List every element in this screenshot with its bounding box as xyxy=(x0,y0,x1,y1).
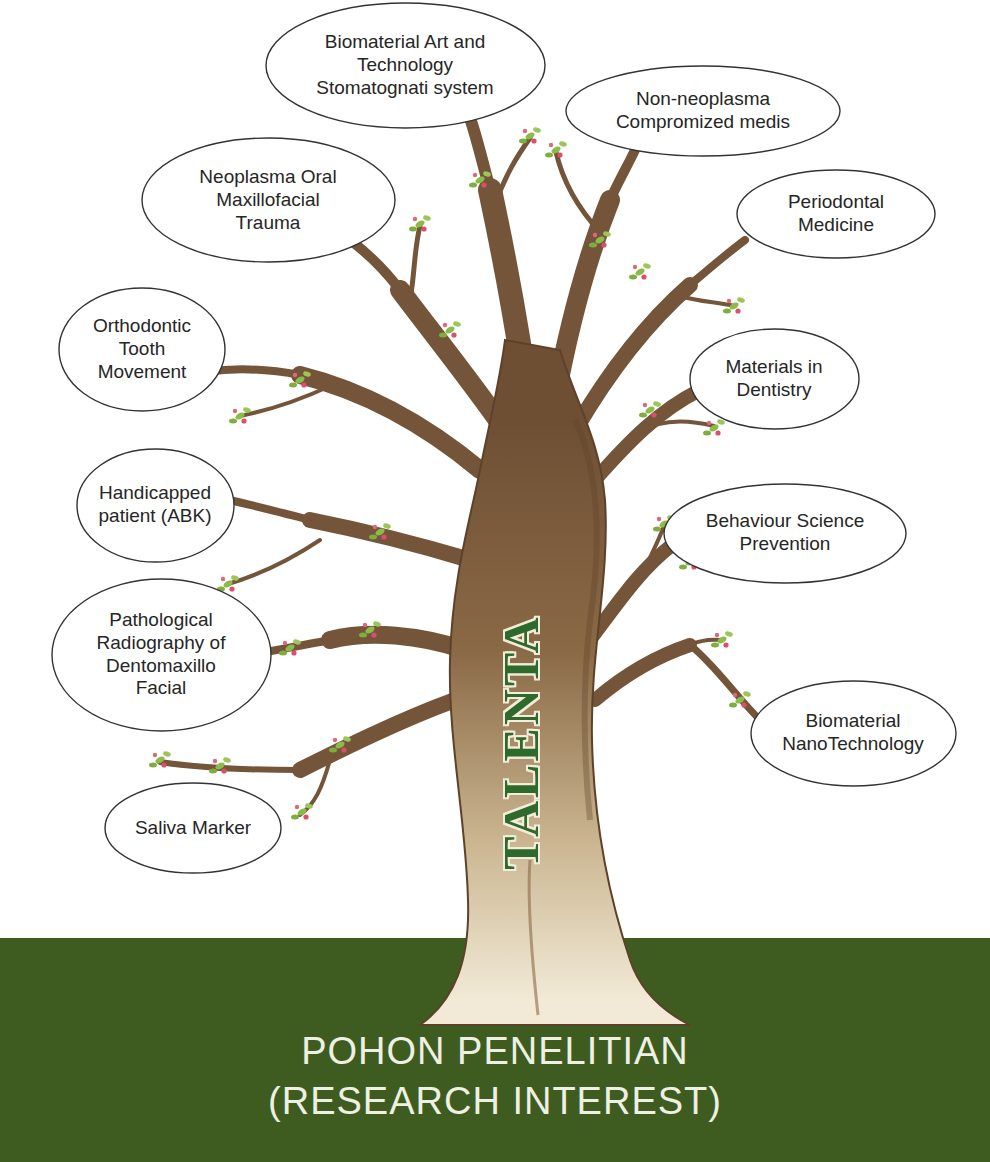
branch xyxy=(595,645,690,700)
ellipse-shape xyxy=(566,66,840,156)
topic-ellipse: Materials in Dentistry xyxy=(689,328,860,430)
ellipse-shape xyxy=(737,170,935,258)
leaf-cluster xyxy=(409,214,432,231)
leaf-cluster xyxy=(589,230,612,247)
topic-text-box: Biomaterial Art and Technology Stomatogn… xyxy=(310,31,500,99)
topic-label: Materials in Dentistry xyxy=(715,356,833,402)
topic-label: Pathological Radiography of Dentomaxillo… xyxy=(92,609,230,700)
trunk-label: TALENTA xyxy=(492,614,550,869)
topic-label: Orthodontic Tooth Movement xyxy=(90,315,195,383)
topic-label: Saliva Marker xyxy=(135,817,251,840)
leaf-cluster xyxy=(279,638,302,655)
trunk-shade xyxy=(575,420,597,820)
twig xyxy=(240,386,330,416)
topic-ellipse: Biomaterial Art and Technology Stomatogn… xyxy=(265,2,546,129)
leaf-cluster xyxy=(359,620,382,637)
ellipse-shape xyxy=(59,288,225,411)
topic-label: Biomaterial Art and Technology Stomatogn… xyxy=(310,31,500,99)
branch xyxy=(610,150,635,200)
leaf-cluster xyxy=(629,262,652,279)
branch xyxy=(595,390,700,480)
leaf-cluster xyxy=(469,170,492,187)
topic-ellipse: Pathological Radiography of Dentomaxillo… xyxy=(51,578,272,732)
topic-ellipse: Saliva Marker xyxy=(104,782,282,874)
leaf-cluster xyxy=(289,370,312,387)
leaf-cluster xyxy=(729,690,752,707)
topic-ellipse: Biomaterial NanoTechnology xyxy=(750,680,957,787)
topic-text-box: Materials in Dentistry xyxy=(715,356,833,402)
leaf-cluster xyxy=(149,750,172,767)
topic-text-box: Neoplasma Oral Maxillofacial Trauma xyxy=(183,166,353,234)
topic-label: Periodontal Medicine xyxy=(779,191,894,237)
twig xyxy=(300,760,330,815)
topic-text-box: Biomaterial NanoTechnology xyxy=(778,710,928,756)
twig xyxy=(495,138,530,205)
leaf-cluster xyxy=(439,320,462,337)
branch xyxy=(690,240,745,285)
topic-label: Handicapped patient (ABK) xyxy=(98,482,213,528)
leaves xyxy=(149,126,752,819)
leaf-cluster xyxy=(545,140,568,157)
branch xyxy=(330,635,465,650)
ellipse-shape xyxy=(690,329,859,429)
twig xyxy=(640,421,714,432)
ellipse-shape xyxy=(751,681,956,786)
topic-label: Biomaterial NanoTechnology xyxy=(778,710,928,756)
ellipse-shape xyxy=(664,484,906,583)
branch xyxy=(400,290,505,430)
branch xyxy=(222,498,310,520)
branch xyxy=(690,645,760,720)
leaf-cluster xyxy=(723,296,746,313)
tree-trunk xyxy=(420,340,690,1025)
leaf-cluster xyxy=(703,418,726,435)
branch xyxy=(310,520,470,560)
topic-ellipse: Behaviour Science Prevention xyxy=(663,483,907,584)
topic-text-box: Pathological Radiography of Dentomaxillo… xyxy=(92,609,230,700)
branch xyxy=(350,240,400,290)
leaf-cluster xyxy=(209,756,232,773)
topic-ellipse: Non-neoplasma Compromized medis xyxy=(565,65,841,157)
topic-ellipse: Handicapped patient (ABK) xyxy=(76,448,235,563)
ellipse-shape xyxy=(105,783,281,873)
branch xyxy=(300,700,455,770)
twig xyxy=(410,226,420,300)
topic-text-box: Behaviour Science Prevention xyxy=(698,510,873,556)
topic-text-box: Periodontal Medicine xyxy=(779,191,894,237)
topic-ellipse: Periodontal Medicine xyxy=(736,169,936,259)
leaf-cluster xyxy=(291,802,314,819)
topic-label: Non-neoplasma Compromized medis xyxy=(613,88,793,134)
leaf-cluster xyxy=(229,406,252,423)
leaf-cluster xyxy=(711,630,734,647)
leaf-cluster xyxy=(639,400,662,417)
twig xyxy=(680,296,734,306)
topic-ellipse: Neoplasma Oral Maxillofacial Trauma xyxy=(141,137,396,263)
topic-label: Behaviour Science Prevention xyxy=(698,510,873,556)
leaf-cluster xyxy=(217,574,240,591)
topic-ellipse: Orthodontic Tooth Movement xyxy=(58,287,226,412)
topic-text-box: Orthodontic Tooth Movement xyxy=(90,315,195,383)
leaf-cluster xyxy=(519,126,542,143)
ellipse-shape xyxy=(142,138,395,262)
topic-text-box: Non-neoplasma Compromized medis xyxy=(613,88,793,134)
twig xyxy=(228,540,320,584)
ellipse-shape xyxy=(266,3,545,128)
leaf-cluster xyxy=(369,522,392,539)
topic-text-box: Saliva Marker xyxy=(135,817,251,840)
trunk-split xyxy=(529,860,538,1015)
branch xyxy=(160,762,300,770)
topic-label: Neoplasma Oral Maxillofacial Trauma xyxy=(183,166,353,234)
twig xyxy=(556,152,600,232)
caption-text: POHON PENELITIAN (RESEARCH INTEREST) xyxy=(225,1026,765,1126)
ellipse-shape xyxy=(52,579,271,731)
leaf-cluster xyxy=(329,735,352,752)
topic-text-box: Handicapped patient (ABK) xyxy=(98,482,213,528)
twig xyxy=(640,526,664,578)
ellipse-shape xyxy=(77,449,234,562)
